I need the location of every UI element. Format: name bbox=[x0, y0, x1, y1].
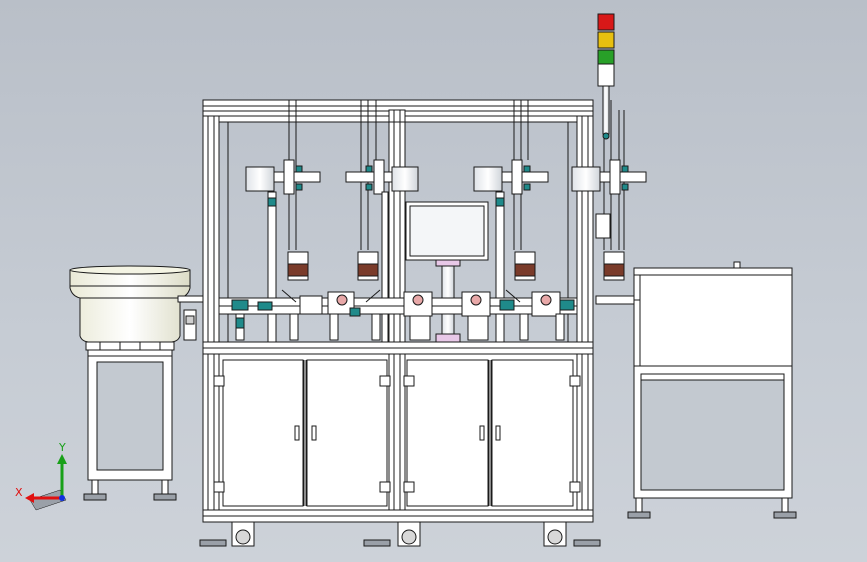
y-axis-label: Y bbox=[58, 441, 66, 454]
touch-screen bbox=[405, 201, 489, 261]
x-axis-arrowhead bbox=[25, 493, 34, 503]
pick-and-place-head-1 bbox=[245, 159, 321, 343]
casters bbox=[199, 521, 601, 547]
signal-light-red bbox=[597, 13, 615, 31]
vibratory-bowl-feeder bbox=[69, 265, 205, 501]
work-stations bbox=[218, 289, 578, 341]
lower-cabinet bbox=[213, 353, 581, 511]
signal-light-green bbox=[597, 49, 615, 65]
pick-and-place-head-2 bbox=[345, 159, 419, 343]
z-axis-dot bbox=[59, 495, 65, 501]
pick-and-place-head-4 bbox=[571, 159, 647, 239]
assembly-machine bbox=[199, 99, 647, 547]
component-trays bbox=[287, 251, 625, 281]
signal-light-yellow bbox=[597, 31, 615, 49]
y-axis-arrowhead bbox=[57, 454, 67, 464]
side-cabinet bbox=[595, 261, 797, 519]
signal-tower bbox=[597, 13, 615, 140]
axis-triad: Y X bbox=[15, 441, 67, 511]
x-axis-label: X bbox=[15, 486, 23, 499]
pick-and-place-head-3 bbox=[473, 159, 549, 343]
